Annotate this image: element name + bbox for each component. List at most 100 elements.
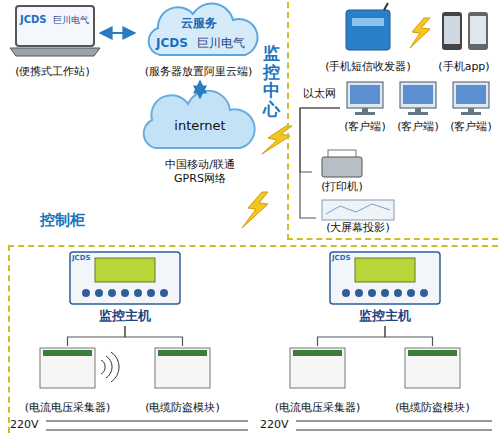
antitheft-node: (电缆防盗模块) — [130, 346, 235, 416]
computer-stand — [415, 108, 421, 112]
wire-connector — [385, 326, 433, 346]
terminal-strip — [408, 350, 457, 356]
antitheft-node: (电缆防盗模块) — [380, 346, 485, 416]
terminal-strip — [158, 350, 207, 356]
map-node: (大屏幕投影) — [316, 198, 400, 238]
host-button — [108, 289, 116, 297]
wireless-symbol — [101, 352, 119, 382]
host-device — [70, 252, 440, 304]
host-button — [121, 289, 129, 297]
node-label: (电流电压采集器) — [15, 401, 120, 415]
wire-connector — [300, 108, 340, 172]
label-text: JCDS — [20, 14, 47, 27]
collector-module — [290, 348, 345, 388]
label-text: 巨川电气 — [197, 36, 245, 51]
label-text: 220V — [260, 418, 289, 432]
antitheft-module — [405, 348, 460, 388]
node-label: (打印机) — [312, 180, 372, 194]
host-button — [82, 289, 90, 297]
node-label: (客户端) — [340, 120, 390, 134]
computer-monitor — [453, 82, 489, 108]
lcd-screen — [355, 258, 415, 282]
node-label: 控制柜 — [40, 211, 100, 230]
phone-icon — [442, 12, 462, 50]
terminal-strip — [43, 350, 92, 356]
computer-stand — [355, 112, 375, 115]
antitheft-module — [155, 348, 210, 388]
label-text: 220V — [10, 418, 39, 432]
node-label: (便携式工作站) — [5, 65, 100, 79]
host-button — [368, 289, 376, 297]
computer-stand — [461, 112, 481, 115]
phone-icon — [468, 12, 488, 50]
gsm-antenna — [384, 3, 388, 10]
lcd-screen — [95, 258, 155, 282]
client-node: (客户端) — [340, 80, 390, 136]
host-button — [160, 289, 168, 297]
collector-node: (电流电压采集器) — [15, 346, 120, 416]
node-label: (客户端) — [393, 120, 443, 134]
computer-stand — [468, 108, 474, 112]
host-button — [420, 289, 428, 297]
label-text: JCDS — [72, 254, 91, 263]
computer-stand — [362, 108, 368, 112]
cloud-shape — [144, 91, 255, 148]
lightning-bolt — [242, 192, 268, 228]
laptop-base — [10, 48, 100, 56]
arrow-connector — [199, 81, 201, 98]
client-node: (客户端) — [446, 80, 496, 136]
host-button — [355, 289, 363, 297]
power-wire — [296, 430, 492, 431]
host-button — [95, 289, 103, 297]
power-wire — [46, 421, 248, 422]
computer-icon — [347, 82, 489, 115]
host-button — [394, 289, 402, 297]
phone-icon — [470, 16, 486, 44]
host-panel — [330, 252, 440, 304]
lightning-bolt — [410, 18, 430, 48]
arrow-connector — [100, 32, 135, 34]
host-button — [381, 289, 389, 297]
host-button — [147, 289, 155, 297]
node-label: (电缆防盗模块) — [130, 401, 235, 415]
wire-connector — [68, 326, 126, 346]
laptop-screen — [16, 6, 94, 46]
control-cabinet: 控制柜监控主机(电流电压采集器)(电缆防盗模块)监控主机(电流电压采集器)(电缆… — [8, 245, 498, 433]
computer-monitor — [400, 82, 436, 108]
node-label: 中国移动/联通 GPRS网络 — [158, 158, 242, 186]
computer-screen — [456, 85, 486, 104]
map-road — [326, 204, 390, 214]
node-label: 监控主机 — [65, 308, 185, 324]
power-wire — [296, 421, 492, 422]
label-text: 以太网 — [303, 87, 336, 101]
module-device — [40, 348, 460, 388]
host-panel — [70, 252, 180, 304]
printer-body — [322, 157, 362, 177]
wire-connector — [318, 326, 386, 346]
node-label: 云服务 — [175, 16, 222, 31]
computer-monitor — [347, 82, 383, 108]
client-node: (客户端) — [393, 80, 443, 136]
cloud-shape — [149, 4, 258, 55]
collector-module — [40, 348, 95, 388]
node-label: (客户端) — [446, 120, 496, 134]
label-text: 巨川电气 — [53, 15, 89, 26]
collector-node: (电流电压采集器) — [265, 346, 370, 416]
computer-stand — [408, 112, 428, 115]
computer-screen — [403, 85, 433, 104]
node-label: 监控中心 — [263, 44, 280, 119]
gsm-node: (手机短信收发器) — [322, 4, 414, 76]
host-button — [134, 289, 142, 297]
gsm-modem — [346, 10, 390, 50]
node-label: (手机短信收发器) — [322, 60, 414, 74]
node-label: (电缆防盗模块) — [380, 401, 485, 415]
wire-connector — [125, 326, 183, 346]
printer-node: (打印机) — [312, 148, 372, 196]
map-screen — [322, 200, 394, 220]
label-text: JCDS — [332, 254, 351, 263]
node-label: internet — [160, 118, 240, 134]
monitor-center: 监控中心(手机短信收发器)(手机app)(客户端)(客户端)(客户端)(打印机)… — [287, 2, 498, 240]
node-label: (服务器放置阿里云端) — [135, 65, 262, 79]
node-label: (大屏幕投影) — [316, 221, 400, 235]
